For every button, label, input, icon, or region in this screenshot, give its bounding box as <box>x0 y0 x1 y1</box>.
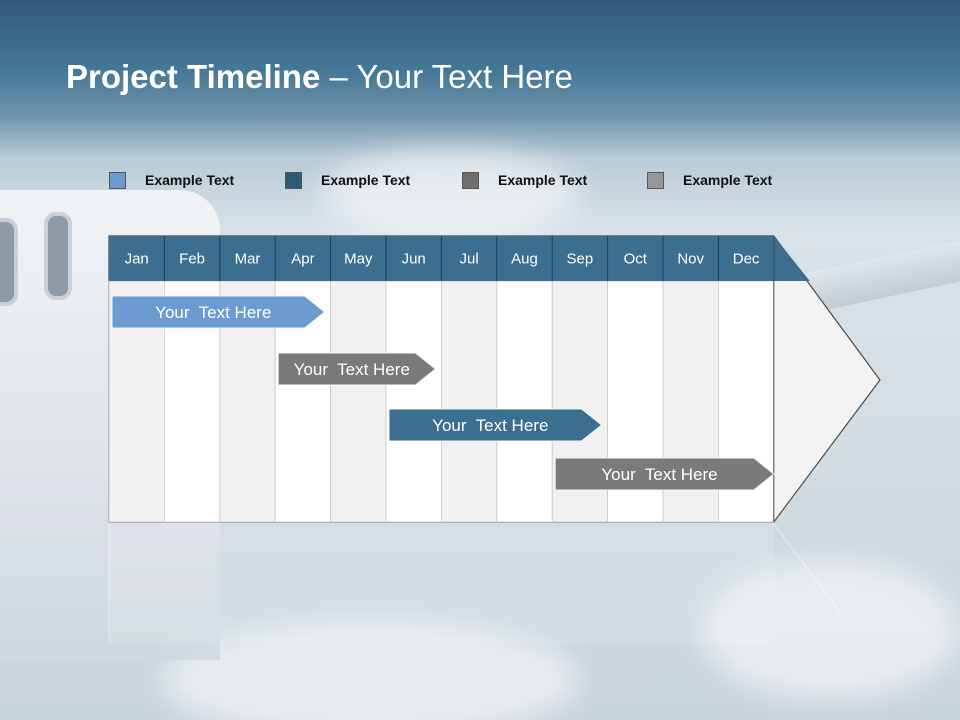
month-column <box>330 280 387 523</box>
reflection-edge <box>773 523 841 613</box>
month-label: Feb <box>179 251 205 268</box>
month-column <box>496 280 553 523</box>
legend-swatch <box>285 171 302 189</box>
plane-window <box>0 218 18 306</box>
task-bar <box>111 295 326 329</box>
legend-swatch <box>647 171 664 189</box>
legend-item: Example Text <box>462 170 587 190</box>
task-label: Your Text Here <box>155 303 271 322</box>
task-bar <box>388 408 603 442</box>
task-bar <box>554 457 775 491</box>
month-label: May <box>344 251 373 268</box>
month-label: Dec <box>733 251 760 268</box>
month-column <box>440 280 498 523</box>
task-label: Your Text Here <box>294 360 410 379</box>
month-label: Jun <box>402 251 426 268</box>
month-label: Sep <box>567 251 594 268</box>
legend-label: Example Text <box>498 172 588 188</box>
task-bar <box>277 352 437 386</box>
legend-swatch <box>462 171 479 189</box>
month-label: Jan <box>125 251 149 268</box>
month-column <box>385 280 442 523</box>
legend-item: Example Text <box>285 170 410 190</box>
cloud-decoration <box>160 620 580 720</box>
plane-window <box>44 212 72 300</box>
month-label: Oct <box>624 251 648 268</box>
task-label: Your Text Here <box>601 465 717 484</box>
month-label: Jul <box>460 251 479 268</box>
title-bold: Project Timeline <box>66 58 321 95</box>
timeline-reflection <box>109 524 774 644</box>
legend-swatch <box>109 171 126 189</box>
slide-title: Project Timeline – Your Text Here <box>66 58 573 96</box>
month-label: Nov <box>677 251 704 268</box>
month-label: Mar <box>235 251 261 268</box>
legend-item: Example Text <box>109 170 234 190</box>
title-rest: – Your Text Here <box>320 58 573 95</box>
legend-label: Example Text <box>145 172 235 188</box>
legend-label: Example Text <box>683 172 773 188</box>
legend-item: Example Text <box>647 170 772 190</box>
month-label: Aug <box>511 251 538 268</box>
cloud-decoration <box>320 150 580 240</box>
legend-label: Example Text <box>321 172 411 188</box>
cloud-decoration <box>700 560 960 700</box>
task-label: Your Text Here <box>432 416 548 435</box>
timeline-header <box>109 236 810 281</box>
month-label: Apr <box>291 251 314 268</box>
